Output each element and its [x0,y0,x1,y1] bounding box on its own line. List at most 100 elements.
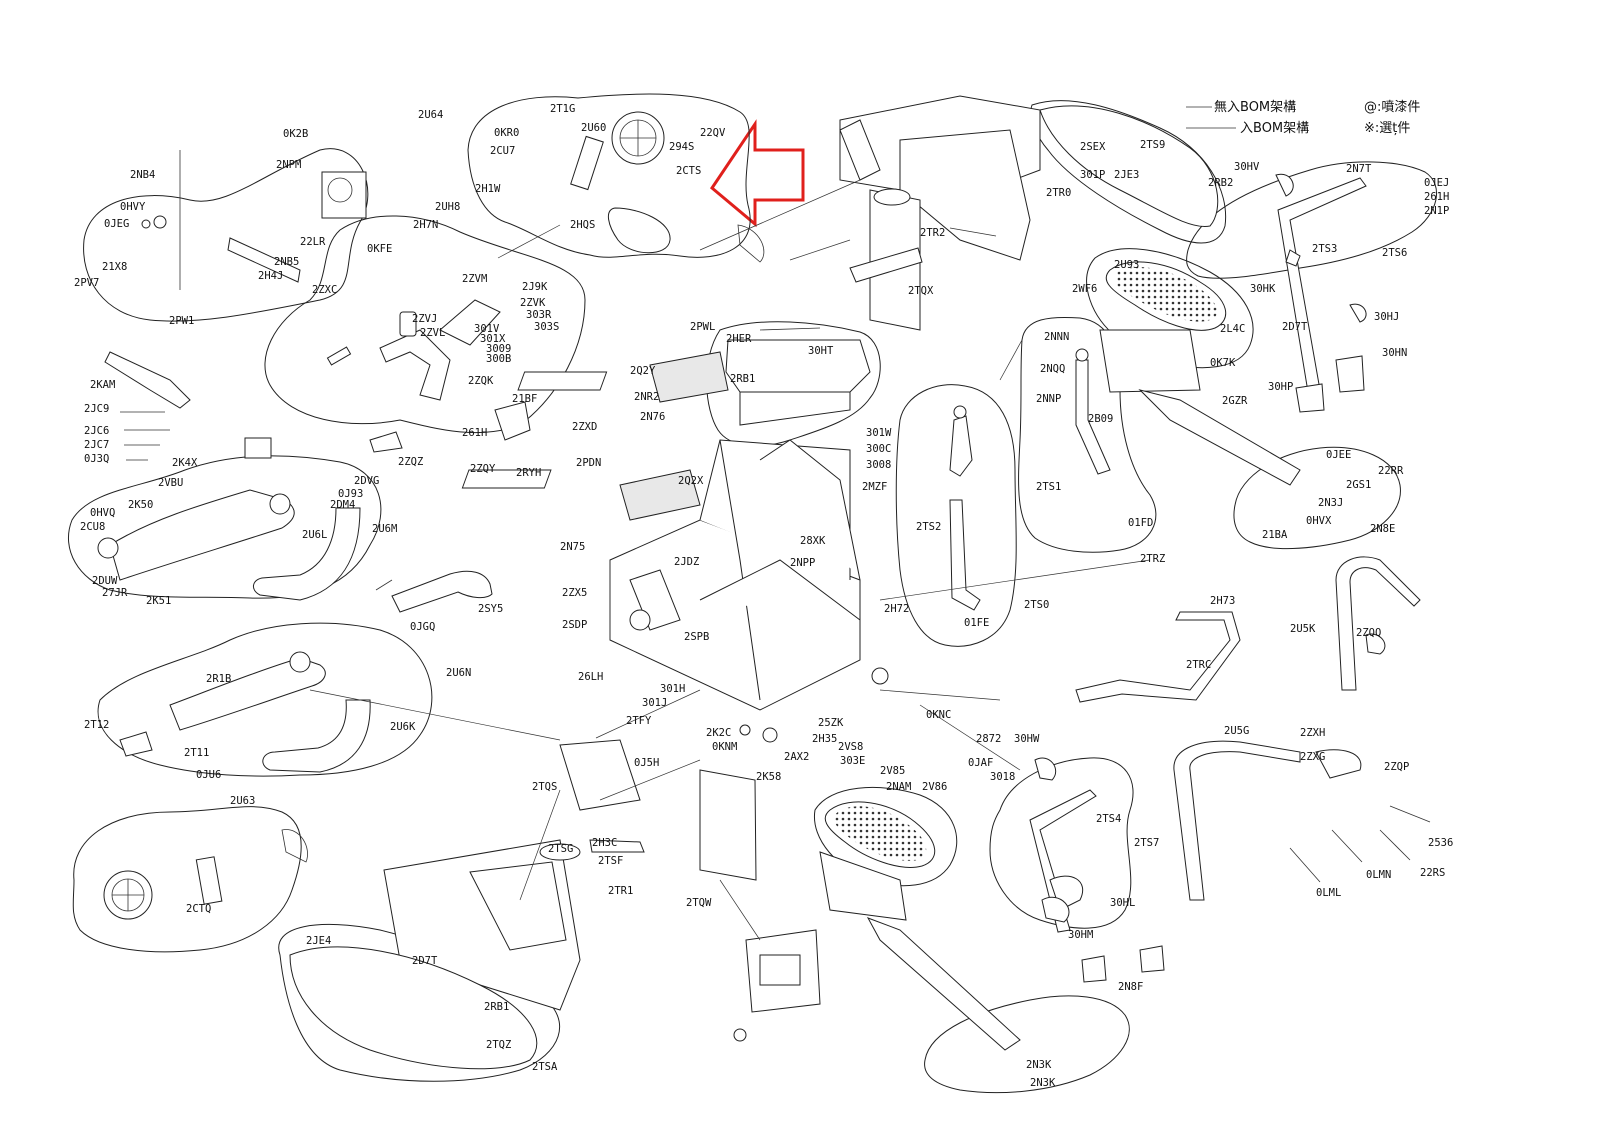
label-0knc: 0KNC [926,709,951,721]
label-2duw-a: 2DUW [92,575,118,587]
label-2t12: 2T12 [84,719,109,731]
label-2h7n: 2H7N [413,219,438,231]
main-frame [461,351,889,743]
label-2ts0: 2TS0 [1024,599,1049,611]
legend-paint-note: @:噴漆件 [1364,99,1420,115]
red-callout-arrow-icon [710,119,805,228]
label-2pv7: 2PV7 [74,277,99,289]
label-01fd-a: 01FD [1128,517,1153,529]
label-2zxd: 2ZXD [572,421,597,433]
label-303s: 303S [534,321,559,333]
label-0hvx-a: 0HVX [1306,515,1332,527]
label-2tqw: 2TQW [686,897,712,909]
label-0lmn: 0LMN [1366,869,1391,881]
label-2uh8: 2UH8 [435,201,460,213]
label-2ctq: 2CTQ [186,903,211,915]
label-301v: 301V [474,323,500,335]
label-0k2b: 0K2B [283,128,308,140]
arm-2zvm [326,299,531,453]
label-2pwl: 2PWL [690,321,715,333]
label-300c: 300C [866,443,891,455]
label-2zqq: 2ZQQ [1356,627,1381,639]
label-2n3j: 2N3J [1318,497,1343,509]
handle-2u5k [1335,556,1421,691]
label-0kfe: 0KFE [367,243,392,255]
label-30hm: 30HM [1068,929,1093,941]
label-28xk: 28XK [800,535,826,547]
label-2n7t-a: 2N7T [1346,163,1372,175]
label-2npm: 2NPM [276,159,301,171]
crank-2npm [141,150,367,290]
label-21ba-a: 21BA [1262,529,1288,541]
group-2n8e-outline [1233,446,1401,550]
label-261h-a: 261H [462,427,487,439]
label-2ts1: 2TS1 [1036,481,1061,493]
group-2u63-outline [72,806,302,953]
label-2cu8-a: 2CU8 [80,521,105,533]
label-2zx5: 2ZX5 [562,587,587,599]
group-2n8f-outline [924,995,1130,1094]
group-2zxc-outline [264,215,586,434]
group-2wf6-upper-outline [1086,248,1254,369]
pulley-2u64 [570,111,765,263]
label-2her: 2HER [726,333,752,345]
label-2dvg-a: 2DVG [354,475,379,487]
label-22rr-a: 22RR [1378,465,1404,477]
label-25zk: 25ZK [818,717,844,729]
label-2zqy: 2ZQY [470,463,496,475]
label-2cu7: 2CU7 [490,145,515,157]
label-2r1b: 2R1B [206,673,231,685]
arm-2ts0 [949,405,981,611]
label-2cts: 2CTS [676,165,701,177]
label-2kam: 2KAM [90,379,115,391]
label-2ryh: 2RYH [516,467,541,479]
label-2zvj: 2ZVJ [412,313,437,325]
group-2trz-outline [1018,316,1157,553]
label-30ht: 30HT [808,345,834,357]
parts [97,95,1431,1070]
label-2j9k: 2J9K [522,281,548,293]
label-301j: 301J [642,697,667,709]
label-30hp: 30HP [1268,381,1293,393]
label-0lml: 0LML [1316,887,1341,899]
label-2tsg: 2TSG [548,843,573,855]
label-2ts2: 2TS2 [916,521,941,533]
label-2vs8: 2VS8 [838,741,863,753]
group-2ts7-outline [989,757,1134,929]
label-2h72-a: 2H72 [884,603,909,615]
label-2tqs: 2TQS [532,781,557,793]
pulley-2u63 [103,829,308,920]
assembly-lines [309,179,1151,941]
label-2gzr: 2GZR [1222,395,1248,407]
label-0hvq-a: 0HVQ [90,507,115,519]
label-2zxc: 2ZXC [312,284,337,296]
label-22rs: 22RS [1420,867,1445,879]
label-2zqp: 2ZQP [1384,761,1409,773]
label-2sex-a: 2SEX [1080,141,1106,153]
label-22qv: 22QV [700,127,726,139]
group-2ts6-outline [1186,161,1438,279]
group-2u6m-outline [67,455,382,599]
label-2ts6: 2TS6 [1382,247,1407,259]
label-301p-a: 301P [1080,169,1105,181]
label-2k51-a: 2K51 [146,595,171,607]
part-labels: 2U64 2T1G 2U60 0KR0 2CU7 294S 22QV 2CTS … [74,103,1453,1089]
label-2n3k-b: 2N3K [1030,1077,1056,1089]
label-2u5g: 2U5G [1224,725,1249,737]
label-2nr2: 2NR2 [634,391,659,403]
label-2rb1-a: 2RB1 [730,373,755,385]
label-2q2y: 2Q2Y [630,365,656,377]
label-2l4c-a: 2L4C [1220,323,1245,335]
label-2v86: 2V86 [922,781,947,793]
label-2n76: 2N76 [640,411,665,423]
label-2ts4: 2TS4 [1096,813,1121,825]
label-261h-b: 261H [1424,191,1449,203]
hardware-right [1034,173,1386,983]
label-2nqq-a: 2NQQ [1040,363,1065,375]
label-3008: 3008 [866,459,891,471]
legend-line-short-label: 無入BOM架構 [1214,100,1296,115]
label-2zvl: 2ZVL [420,327,445,339]
label-2hqs: 2HQS [570,219,595,231]
label-2zqz: 2ZQZ [398,456,423,468]
label-2zvk: 2ZVK [520,297,546,309]
